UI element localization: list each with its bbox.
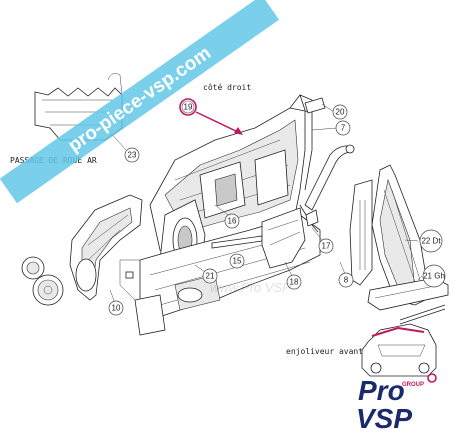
label-enjoliveur: enjoliveur avant (286, 347, 363, 356)
side-trim-panels (349, 164, 449, 311)
svg-text:20: 20 (336, 108, 345, 117)
callout-15: 15 (229, 253, 245, 269)
callout-10: 10 (108, 289, 124, 316)
svg-text:16: 16 (228, 217, 237, 226)
callout-21-gh: 21 Gh (417, 264, 446, 288)
exhaust-pipe (304, 144, 355, 211)
bracket-part (299, 204, 319, 233)
svg-text:VSP: VSP (356, 403, 412, 434)
svg-text:21: 21 (206, 272, 215, 281)
callout-18: 18 (284, 261, 302, 290)
callout-20: 20 (321, 103, 348, 120)
svg-text:22 Dt: 22 Dt (421, 237, 441, 246)
svg-text:15: 15 (233, 257, 242, 266)
svg-text:Pro: Pro (358, 375, 405, 406)
callout-16: 16 (214, 204, 240, 229)
svg-text:23: 23 (128, 151, 137, 160)
callout-19: 19 (179, 98, 243, 135)
svg-text:19: 19 (184, 103, 193, 112)
small-bracket (304, 97, 326, 114)
trim-strip (399, 304, 446, 325)
faint-watermark: www.Pro VSP (210, 280, 291, 295)
fog-lights (21, 256, 64, 306)
car-thumbnail (361, 323, 437, 377)
callout-22-dt: 22 Dt (404, 229, 443, 253)
svg-text:GROUP: GROUP (402, 382, 424, 388)
svg-text:10: 10 (112, 304, 121, 313)
callout-17: 17 (311, 227, 334, 254)
svg-text:18: 18 (290, 278, 299, 287)
svg-text:21 Gh: 21 Gh (423, 272, 445, 281)
svg-text:7: 7 (341, 124, 346, 133)
provsp-logo: GROUP Pro VSP (356, 373, 437, 434)
callout-23: 23 (124, 147, 140, 163)
clip-part (125, 271, 134, 279)
svg-text:17: 17 (322, 242, 331, 251)
callout-21-left: 21 (194, 264, 218, 284)
callout-7: 7 (311, 120, 351, 136)
headlamp-housing (69, 194, 143, 301)
callout-8: 8 (338, 261, 354, 288)
label-cote-droit: côté droit (203, 82, 251, 92)
brace-part (261, 207, 306, 269)
svg-text:8: 8 (344, 276, 349, 285)
